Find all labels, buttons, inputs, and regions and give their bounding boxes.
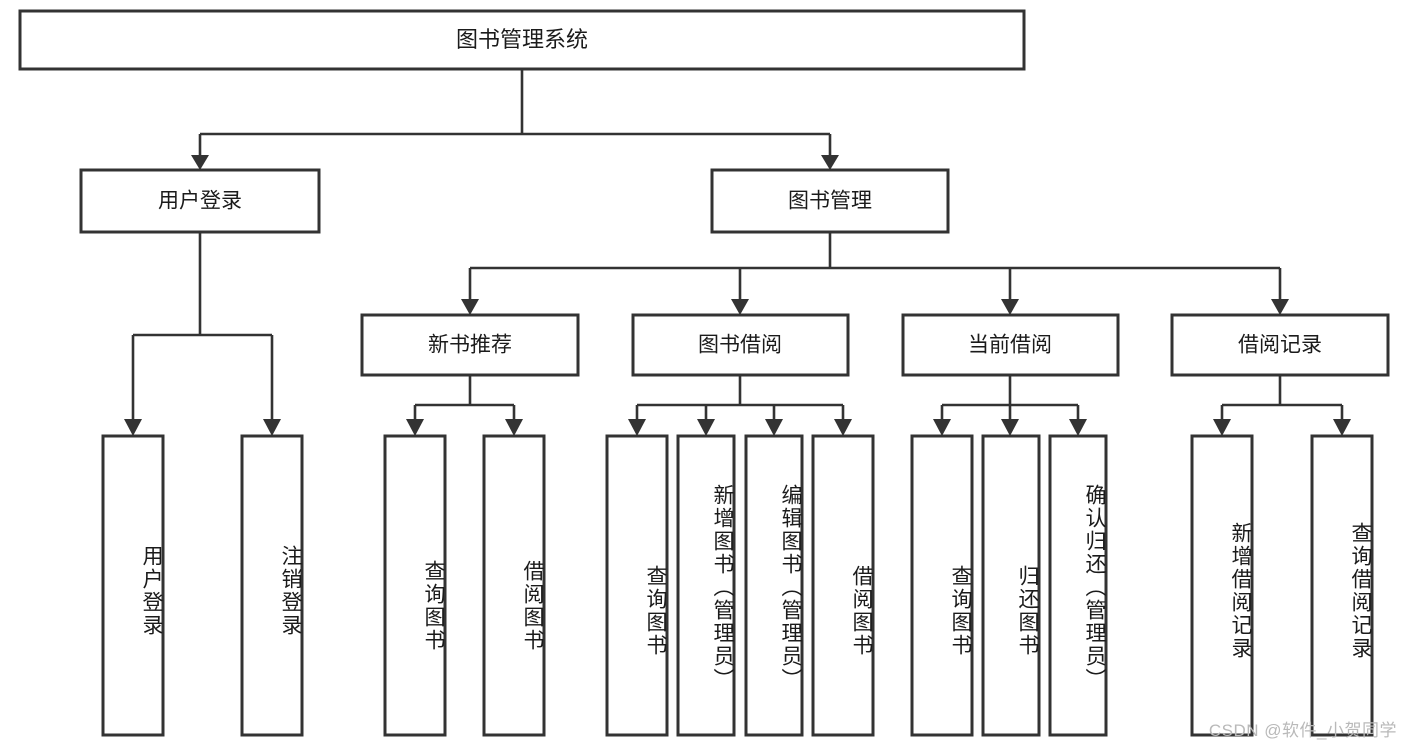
node-borrow-record[interactable]: 借阅记录	[1170, 313, 1390, 377]
node-book-borrow[interactable]: 图书借阅	[631, 313, 850, 377]
leaf-box[interactable]	[482, 434, 546, 737]
leaf-box[interactable]	[101, 434, 165, 737]
watermark-text: CSDN @软件_小贺同学	[1208, 721, 1397, 740]
node-root[interactable]: 图书管理系统	[18, 9, 1026, 71]
connector-book-borrow-to-leaves	[628, 375, 852, 436]
leaf-group-user-login	[101, 434, 304, 737]
node-box[interactable]	[631, 313, 850, 377]
connector-root-to-level2	[191, 69, 839, 170]
arrow-head-icon	[1001, 419, 1019, 436]
node-new-book-recommend[interactable]: 新书推荐	[360, 313, 580, 377]
leaf-group-new-book-recommend	[383, 434, 546, 737]
node-label-borrow-record: 借阅记录	[1238, 334, 1322, 357]
leaf-box[interactable]	[811, 434, 875, 737]
connector-user-login-to-leaves	[124, 232, 281, 436]
arrow-head-icon	[821, 155, 839, 170]
arrow-head-icon	[505, 419, 523, 436]
arrow-head-icon	[628, 419, 646, 436]
arrow-head-icon	[1213, 419, 1231, 436]
leaf-group-book-borrow	[605, 434, 875, 737]
arrow-head-icon	[191, 155, 209, 170]
leaf-box[interactable]	[910, 434, 974, 737]
node-label-book-manage: 图书管理	[788, 190, 872, 213]
arrow-head-icon	[765, 419, 783, 436]
node-box[interactable]	[360, 313, 580, 377]
arrow-head-icon	[124, 419, 142, 436]
node-box[interactable]	[710, 168, 950, 234]
leaf-box[interactable]	[981, 434, 1041, 737]
arrow-head-icon	[1333, 419, 1351, 436]
node-label-root: 图书管理系统	[456, 27, 588, 52]
node-label-book-borrow: 图书借阅	[698, 334, 782, 357]
connector-current-borrow-to-leaves	[933, 375, 1087, 436]
node-box[interactable]	[79, 168, 321, 234]
node-label-new-book-recommend: 新书推荐	[428, 334, 512, 357]
leaf-group-borrow-record	[1190, 434, 1374, 737]
node-box[interactable]	[18, 9, 1026, 71]
node-box[interactable]	[901, 313, 1120, 377]
leaf-box[interactable]	[383, 434, 447, 737]
leaf-box[interactable]	[605, 434, 669, 737]
node-label-user-login: 用户登录	[158, 190, 242, 213]
arrow-head-icon	[834, 419, 852, 436]
leaf-box[interactable]	[240, 434, 304, 737]
arrow-head-icon	[1001, 299, 1019, 315]
node-current-borrow[interactable]: 当前借阅	[901, 313, 1120, 377]
arrow-head-icon	[933, 419, 951, 436]
leaf-box[interactable]	[1190, 434, 1254, 737]
arrow-head-icon	[461, 299, 479, 315]
node-label-current-borrow: 当前借阅	[968, 334, 1052, 357]
leaf-group-current-borrow	[910, 434, 1108, 737]
connector-new-book-to-leaves	[406, 375, 523, 436]
arrow-head-icon	[731, 299, 749, 315]
node-user-login[interactable]: 用户登录	[79, 168, 321, 234]
arrow-head-icon	[406, 419, 424, 436]
node-book-manage[interactable]: 图书管理	[710, 168, 950, 234]
connector-borrow-record-to-leaves	[1213, 375, 1351, 436]
leaf-box[interactable]	[1310, 434, 1374, 737]
leaf-box[interactable]	[744, 434, 804, 737]
arrow-head-icon	[1069, 419, 1087, 436]
arrow-head-icon	[697, 419, 715, 436]
connector-book-manage-to-level3	[461, 232, 1289, 315]
leaf-box[interactable]	[1048, 434, 1108, 737]
node-box[interactable]	[1170, 313, 1390, 377]
leaf-box[interactable]	[676, 434, 736, 737]
arrow-head-icon	[263, 419, 281, 436]
arrow-head-icon	[1271, 299, 1289, 315]
